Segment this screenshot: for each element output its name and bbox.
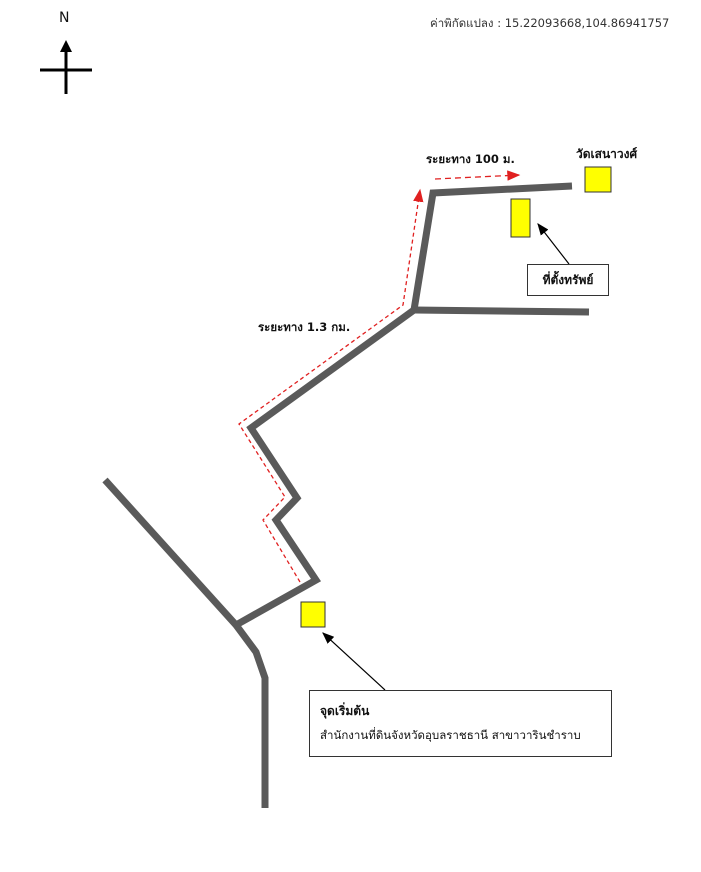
coordinates-text: ค่าพิกัดแปลง : 15.22093668,104.86941757: [430, 16, 670, 30]
property-pointer-arrow: [537, 223, 570, 265]
north-label: N: [59, 10, 70, 26]
start-marker: [300, 601, 326, 628]
start-callout: จุดเริ่มต้น สำนักงานที่ดินจังหวัดอุบลราช…: [309, 690, 612, 757]
route-arrow-east: [434, 170, 521, 181]
compass-icon: [40, 40, 92, 94]
distance-long-label: ระยะทาง 1.3 กม.: [258, 320, 351, 334]
property-label: ที่ตั้งทรัพย์: [542, 272, 594, 287]
road-main-route: [234, 182, 573, 629]
route-path: [238, 188, 424, 583]
distance-short-label: ระยะทาง 100 ม.: [426, 152, 515, 166]
start-title: จุดเริ่มต้น: [320, 704, 370, 718]
property-callout: ที่ตั้งทรัพย์: [527, 264, 609, 296]
start-pointer-arrow: [322, 632, 386, 691]
start-subtitle: สำนักงานที่ดินจังหวัดอุบลราชธานี สาขาวาร…: [320, 728, 581, 742]
property-marker: [510, 198, 531, 238]
temple-label: วัดเสนาวงศ์: [576, 147, 638, 161]
temple-marker: [584, 166, 612, 193]
road-left-diagonal: [102, 477, 269, 808]
road-east-branch: [413, 306, 590, 316]
